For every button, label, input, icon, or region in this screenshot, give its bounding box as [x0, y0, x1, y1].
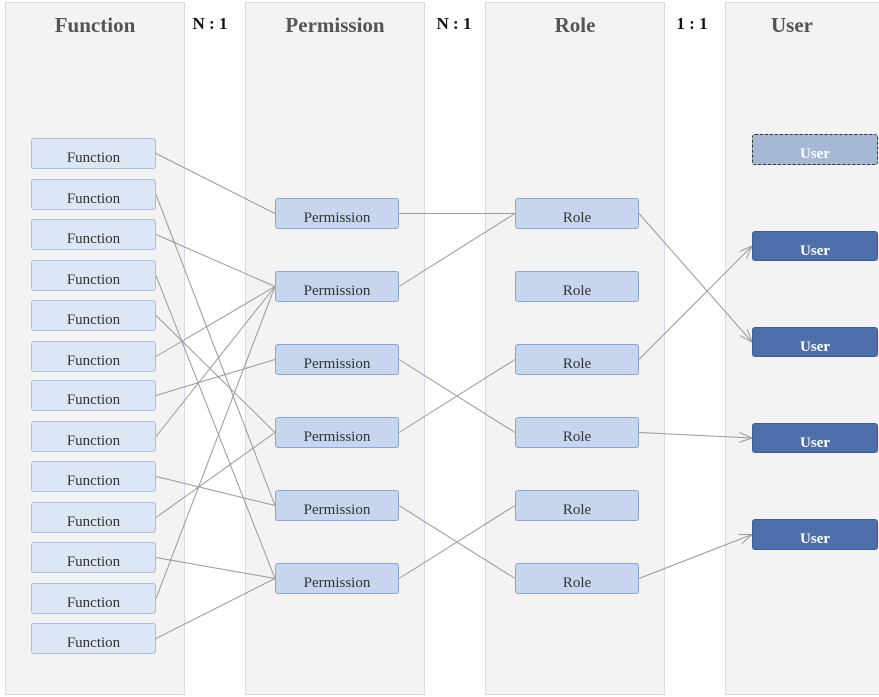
function-node[interactable]: Function — [31, 341, 156, 372]
ratio-function-permission: N : 1 — [192, 14, 228, 33]
function-node[interactable]: Function — [31, 138, 156, 169]
function-node[interactable]: Function — [31, 380, 156, 411]
function-node[interactable]: Function — [31, 421, 156, 452]
role-node[interactable]: Role — [515, 563, 639, 594]
function-node[interactable]: Function — [31, 542, 156, 573]
user-node[interactable]: User — [752, 327, 878, 357]
function-node[interactable]: Function — [31, 219, 156, 250]
role-lane-title: Role — [554, 13, 596, 37]
function-node[interactable]: Function — [31, 300, 156, 331]
function-node[interactable]: Function — [31, 179, 156, 210]
function-lane-title: Function — [54, 13, 136, 37]
function-node[interactable]: Function — [31, 502, 156, 533]
ratio-permission-role: N : 1 — [436, 14, 472, 33]
role-node[interactable]: Role — [515, 417, 639, 448]
role-node[interactable]: Role — [515, 490, 639, 521]
user-lane-title: User — [771, 13, 813, 37]
role-node[interactable]: Role — [515, 344, 639, 375]
user-node[interactable]: User — [752, 231, 878, 261]
user-node[interactable]: User — [752, 423, 878, 453]
permission-lane-title: Permission — [285, 13, 385, 37]
user-node-placeholder[interactable]: User — [752, 134, 878, 165]
permission-node[interactable]: Permission — [275, 563, 399, 594]
permission-node[interactable]: Permission — [275, 417, 399, 448]
function-node[interactable]: Function — [31, 583, 156, 614]
permission-node[interactable]: Permission — [275, 344, 399, 375]
permission-node[interactable]: Permission — [275, 271, 399, 302]
function-node[interactable]: Function — [31, 260, 156, 291]
permission-node[interactable]: Permission — [275, 490, 399, 521]
permission-node[interactable]: Permission — [275, 198, 399, 229]
ratio-role-user: 1 : 1 — [676, 14, 708, 33]
function-node[interactable]: Function — [31, 461, 156, 492]
user-node[interactable]: User — [752, 519, 878, 550]
role-node[interactable]: Role — [515, 198, 639, 229]
function-node[interactable]: Function — [31, 623, 156, 654]
role-node[interactable]: Role — [515, 271, 639, 302]
